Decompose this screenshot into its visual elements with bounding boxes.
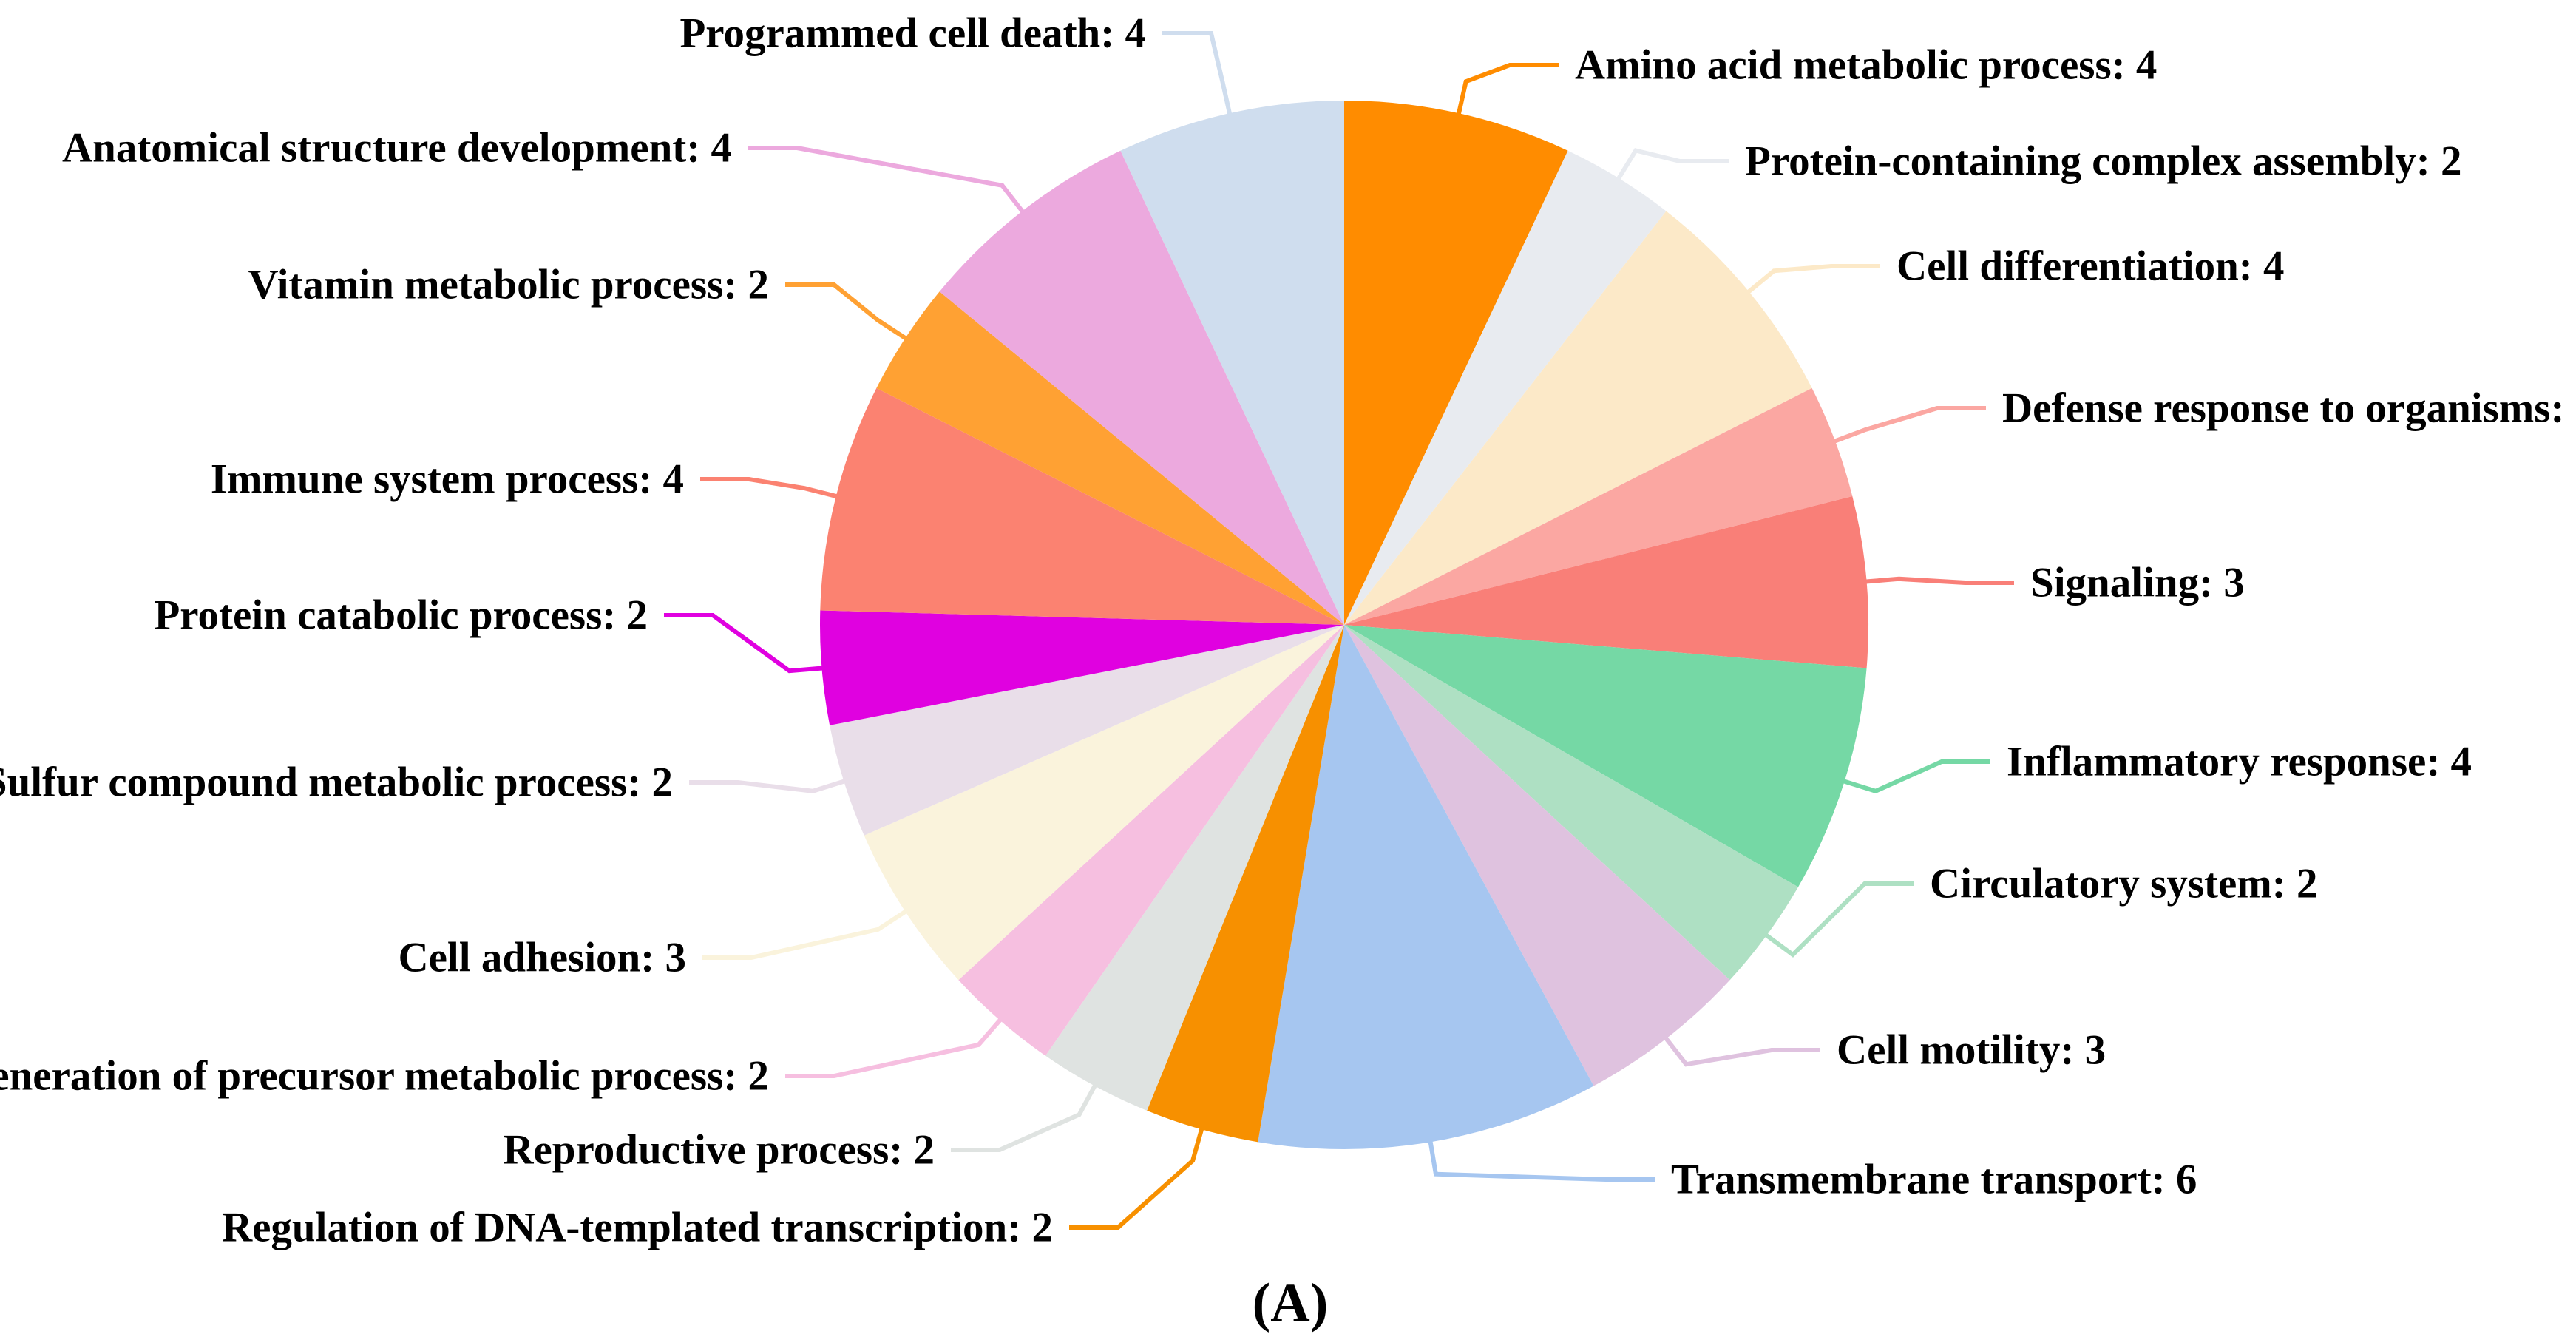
- slice-label-cell-differentiation: Cell differentiation: 4: [1897, 243, 2285, 290]
- slice-label-defense-response-to-organisms: Defense response to organisms: 2: [2002, 385, 2576, 432]
- slice-labels: Amino acid metabolic process: 4 Protein-c…: [0, 10, 2576, 1251]
- slice-label-cell-adhesion: Cell adhesion: 3: [398, 935, 686, 981]
- slice-label-protein-containing-complex-assembly: Protein-containing complex assembly: 2: [1745, 138, 2461, 185]
- leader-lines: [664, 31, 2014, 1230]
- leader-line-signaling: [1863, 576, 2014, 585]
- leader-line-regulation-of-dna-templated-transcription: [1069, 1126, 1205, 1230]
- slice-label-generation-of-precursor-metabolic-process: Generation of precursor metabolic proces…: [0, 1053, 769, 1100]
- pie-slice-anatomical-structure-development: [939, 150, 1344, 625]
- leader-line-inflammatory-response: [1840, 759, 1990, 793]
- slice-label-anatomical-structure-development: Anatomical structure development: 4: [62, 125, 732, 172]
- slice-label-transmembrane-transport: Transmembrane transport: 6: [1671, 1157, 2197, 1203]
- slice-label-amino-acid-metabolic-process: Amino acid metabolic process: 4: [1575, 42, 2157, 89]
- slice-label-programmed-cell-death: Programmed cell death: 4: [679, 10, 1146, 57]
- leader-line-anatomical-structure-development: [748, 146, 1026, 215]
- figure-caption: (A): [1253, 1273, 1329, 1333]
- leader-line-vitamin-metabolic-process: [785, 282, 909, 342]
- slice-label-regulation-of-dna-templated-transcription: Regulation of DNA-templated transcriptio…: [222, 1205, 1053, 1251]
- slice-label-sulfur-compound-metabolic-process: Sulfur compound metabolic process: 2: [0, 759, 673, 806]
- pie-slice-vitamin-metabolic-process: [876, 291, 1344, 625]
- pie-slice-programmed-cell-death: [1120, 101, 1344, 625]
- leader-line-cell-adhesion: [702, 908, 909, 960]
- slice-label-circulatory-system: Circulatory system: 2: [1930, 861, 2318, 907]
- slice-label-vitamin-metabolic-process: Vitamin metabolic process: 2: [248, 262, 769, 308]
- pie-slice-reproductive-process: [1045, 625, 1344, 1111]
- pie-slice-protein-containing-complex-assembly: [1344, 150, 1667, 625]
- leader-line-programmed-cell-death: [1162, 31, 1233, 117]
- pie-slice-cell-adhesion: [864, 625, 1344, 981]
- pie-slice-sulfur-compound-metabolic-process: [830, 625, 1344, 836]
- leader-line-immune-system-process: [700, 477, 840, 499]
- leader-line-cell-motility: [1662, 1035, 1820, 1067]
- leader-line-cell-differentiation: [1745, 264, 1880, 296]
- leader-line-transmembrane-transport: [1428, 1138, 1655, 1182]
- pie-slice-immune-system-process: [820, 387, 1344, 625]
- leader-line-amino-acid-metabolic-process: [1456, 63, 1559, 117]
- slice-label-cell-motility: Cell motility: 3: [1837, 1027, 2106, 1074]
- leader-line-reproductive-process: [951, 1082, 1099, 1152]
- pie-slice-signaling: [1344, 495, 1868, 668]
- leader-line-sulfur-compound-metabolic-process: [689, 778, 848, 793]
- pie-slice-cell-differentiation: [1344, 211, 1812, 625]
- pie-slice-protein-catabolic-process: [820, 610, 1344, 725]
- leader-line-circulatory-system: [1763, 881, 1914, 958]
- leader-line-protein-catabolic-process: [664, 613, 825, 674]
- pie-slice-cell-motility: [1344, 625, 1730, 1086]
- slice-label-inflammatory-response: Inflammatory response: 4: [2007, 739, 2472, 785]
- leader-line-protein-containing-complex-assembly: [1615, 148, 1729, 182]
- pie-slices: [820, 101, 1868, 1150]
- pie-slice-defense-response-to-organisms: [1344, 387, 1853, 625]
- leader-line-generation-of-precursor-metabolic-process: [785, 1016, 1004, 1078]
- pie-slice-circulatory-system: [1344, 625, 1799, 981]
- pie-slice-inflammatory-response: [1344, 625, 1867, 887]
- pie-slice-amino-acid-metabolic-process: [1344, 101, 1568, 625]
- slice-label-immune-system-process: Immune system process: 4: [211, 456, 684, 503]
- pie-slice-generation-of-precursor-metabolic-process: [958, 625, 1344, 1056]
- pie-slice-regulation-of-dna-templated-transcription: [1147, 625, 1344, 1143]
- leader-line-defense-response-to-organisms: [1831, 406, 1986, 444]
- slice-label-reproductive-process: Reproductive process: 2: [503, 1127, 935, 1174]
- pie-slice-transmembrane-transport: [1258, 625, 1594, 1150]
- slice-label-protein-catabolic-process: Protein catabolic process: 2: [154, 592, 648, 639]
- slice-label-signaling: Signaling: 3: [2030, 560, 2245, 606]
